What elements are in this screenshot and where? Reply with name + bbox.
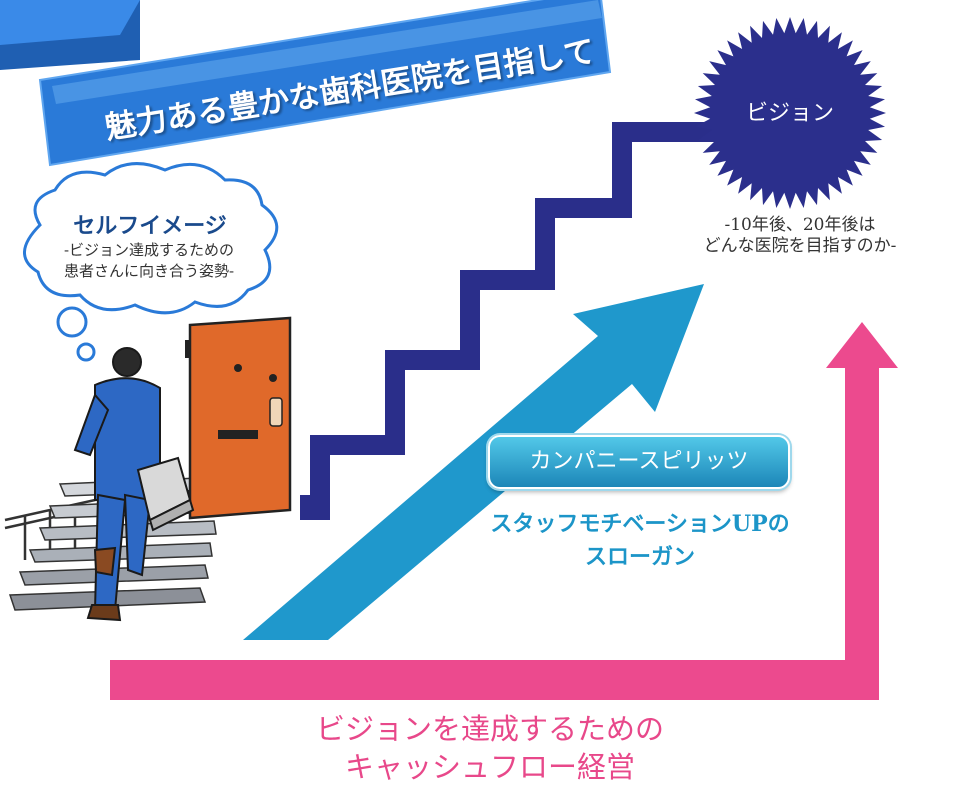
self-image-line2: 患者さんに向き合う姿勢- bbox=[63, 262, 235, 280]
company-spirit-badge: カンパニースピリッツ bbox=[488, 435, 790, 489]
vision-description: -10年後、20年後は どんな医院を目指すのか- bbox=[650, 215, 950, 257]
slogan-line1: スタッフモチベーションUPの bbox=[490, 511, 790, 537]
company-spirit-description: スタッフモチベーションUPの スローガン bbox=[460, 508, 820, 574]
banner-ribbon bbox=[0, 0, 612, 167]
cashflow-line1: ビジョンを達成するための bbox=[315, 712, 664, 746]
vision-description-line2: どんな医院を目指すのか- bbox=[703, 236, 897, 256]
self-image-description: -ビジョン達成するための 患者さんに向き合う姿勢- bbox=[18, 240, 280, 282]
cashflow-arrow bbox=[110, 322, 898, 700]
vision-staircase bbox=[300, 122, 720, 520]
slogan-line2: スローガン bbox=[584, 544, 695, 570]
cashflow-line2: キャッシュフロー経営 bbox=[344, 750, 635, 784]
door-icon bbox=[185, 316, 292, 520]
vision-label: ビジョン bbox=[745, 101, 834, 126]
self-image-title: セルフイメージ bbox=[73, 213, 227, 239]
cashflow-caption: ビジョンを達成するための キャッシュフロー経営 bbox=[230, 710, 750, 786]
vision-description-line1: -10年後、20年後は bbox=[724, 215, 876, 235]
self-image-line1: -ビジョン達成するための bbox=[63, 241, 235, 259]
briefcase-icon bbox=[136, 456, 195, 532]
businessman-icon bbox=[73, 347, 161, 622]
vision-starburst bbox=[694, 17, 886, 209]
thought-bubble bbox=[23, 162, 279, 362]
spirit-arrow bbox=[243, 284, 704, 640]
